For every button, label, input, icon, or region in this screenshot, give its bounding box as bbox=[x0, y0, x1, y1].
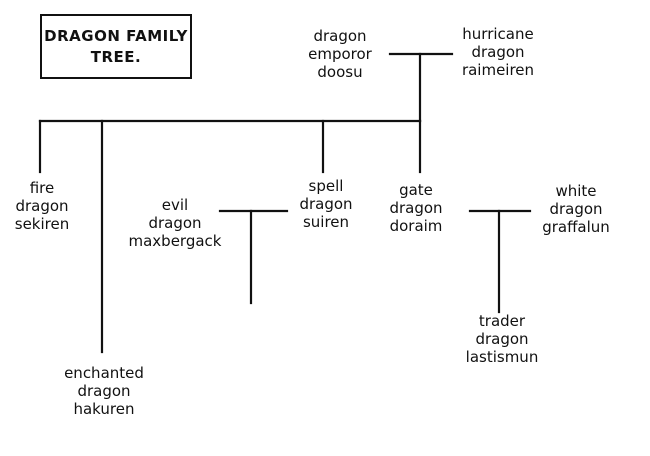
node-text: lastismun bbox=[465, 348, 539, 366]
node-sekiren: fire dragon sekiren bbox=[2, 179, 82, 233]
node-text: fire bbox=[29, 179, 55, 197]
node-text: dragon bbox=[475, 330, 529, 348]
node-text: dragon bbox=[549, 200, 603, 218]
node-hakuren: enchanted dragon hakuren bbox=[52, 364, 156, 418]
node-text: maxbergack bbox=[128, 232, 222, 250]
node-text: white bbox=[555, 182, 597, 200]
node-text: dragon bbox=[471, 43, 525, 61]
node-text: trader bbox=[478, 312, 526, 330]
node-text: dragon bbox=[313, 27, 367, 45]
node-suiren: spell dragon suiren bbox=[288, 177, 364, 231]
title-box: DRAGON FAMILY TREE. bbox=[40, 14, 192, 79]
node-maxbergack: evil dragon maxbergack bbox=[117, 196, 233, 250]
node-text: suiren bbox=[302, 213, 350, 231]
node-lastismun: trader dragon lastismun bbox=[457, 312, 547, 366]
node-text: doosu bbox=[317, 63, 363, 81]
title-line-1: DRAGON FAMILY bbox=[44, 26, 188, 45]
node-text: spell bbox=[308, 177, 344, 195]
node-doraim: gate dragon doraim bbox=[378, 181, 454, 235]
node-text: graffalun bbox=[542, 218, 610, 236]
node-text: hakuren bbox=[73, 400, 135, 418]
node-text: emporor bbox=[308, 45, 372, 63]
node-text: dragon bbox=[77, 382, 131, 400]
node-text: dragon bbox=[299, 195, 353, 213]
node-text: enchanted bbox=[64, 364, 144, 382]
node-text: raimeiren bbox=[461, 61, 535, 79]
node-text: doraim bbox=[389, 217, 443, 235]
node-text: dragon bbox=[389, 199, 443, 217]
node-text: dragon bbox=[148, 214, 202, 232]
node-text: dragon bbox=[15, 197, 69, 215]
node-text: gate bbox=[399, 181, 433, 199]
node-graffalun: white dragon graffalun bbox=[530, 182, 622, 236]
node-text: sekiren bbox=[14, 215, 70, 233]
title-line-2: TREE. bbox=[90, 47, 142, 66]
node-doosu: dragon emporor doosu bbox=[300, 27, 380, 81]
node-raimeiren: hurricane dragon raimeiren bbox=[452, 25, 544, 79]
node-text: hurricane bbox=[462, 25, 534, 43]
node-text: evil bbox=[161, 196, 189, 214]
